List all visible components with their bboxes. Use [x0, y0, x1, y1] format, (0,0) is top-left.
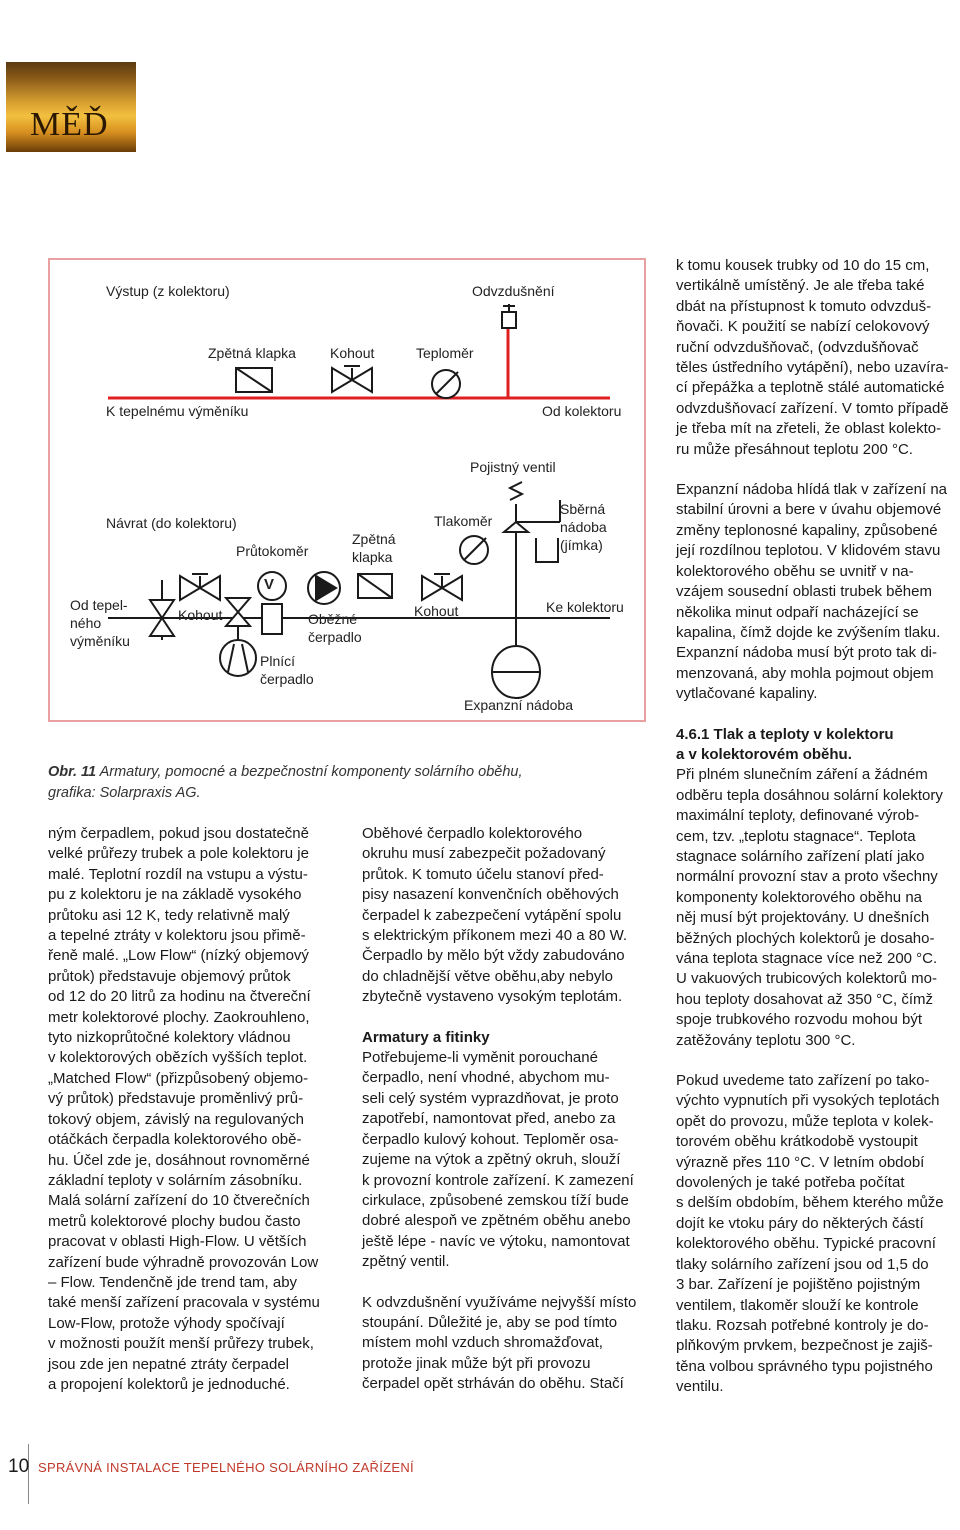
label-kohout-mid: Kohout	[414, 603, 459, 619]
thermometer-icon	[431, 369, 461, 399]
logo-text: MĚĎ	[30, 106, 109, 143]
label-odvzdusneni: Odvzdušnění	[472, 283, 555, 299]
label-prutokomer: Průtokoměr	[236, 543, 309, 559]
collection-vessel-icon	[535, 538, 559, 563]
gate-valve-flow-icon	[179, 573, 221, 602]
page-number: 10	[8, 1456, 30, 1477]
footer-title: SPRÁVNÁ INSTALACE TEPELNÉHO SOLÁRNÍHO ZA…	[38, 1460, 414, 1475]
check-valve-top-icon	[235, 367, 273, 393]
paragraph: Expanzní nádoba hlídá tlak v zařízení na…	[676, 481, 948, 703]
gate-valve-mid-icon	[421, 573, 463, 602]
paragraph: Oběhové čerpadlo kolektorového okruhu mu…	[362, 825, 628, 1006]
expansion-vessel-icon	[491, 645, 541, 699]
text-column-left: ným čerpadlem, pokud jsou dostatečně vel…	[48, 824, 340, 1415]
label-pojistny-ventil: Pojistný ventil	[470, 459, 556, 475]
paragraph: Potřebujeme-li vyměnit porouchané čerpad…	[362, 1049, 634, 1271]
label-plnici-cerpadlo: Plnící čerpadlo	[260, 653, 314, 687]
label-expanzni-nadoba: Expanzní nádoba	[464, 697, 573, 713]
paragraph: ným čerpadlem, pokud jsou dostatečně vel…	[48, 825, 320, 1393]
section-heading: 4.6.1 Tlak a teploty v kolektoru a v kol…	[676, 725, 894, 763]
fill-pump-icon	[219, 639, 257, 677]
air-vent-icon	[501, 304, 517, 329]
safety-valve-icon	[501, 481, 531, 533]
label-tlakomer: Tlakoměr	[434, 513, 493, 529]
flowmeter-icon	[257, 571, 287, 635]
copper-logo: MĚĎ	[6, 62, 136, 152]
gate-valve-left-icon	[148, 599, 176, 637]
solar-circuit-diagram	[108, 304, 610, 699]
gate-valve-fill-icon	[223, 597, 253, 627]
label-sberna-nadoba: Sběrná nádoba (jímka)	[560, 501, 607, 553]
caption-text: Armatury, pomocné a bezpečnostní kompone…	[48, 764, 523, 801]
paragraph: K odvzdušnění využíváme nejvyšší místo s…	[362, 1293, 637, 1393]
label-teplomer: Teploměr	[416, 345, 474, 361]
label-kohout-left: Kohout	[178, 607, 223, 623]
footer-divider	[28, 1444, 29, 1504]
pressure-gauge-icon	[459, 535, 489, 565]
flowmeter-symbol: V	[264, 576, 275, 593]
label-zpetna-klapka-mid: Zpětná klapka	[352, 531, 396, 565]
label-navrat: Návrat (do kolektoru)	[106, 515, 237, 531]
section-heading: Armatury a fitinky	[362, 1028, 490, 1046]
diagram-frame: Výstup (z kolektoru) Odvzdušnění Zpětná …	[48, 258, 646, 722]
text-column-middle: Oběhové čerpadlo kolektorového okruhu mu…	[362, 824, 654, 1415]
label-k-tepelnemu: K tepelnému výměníku	[106, 403, 249, 419]
label-od-kolektoru: Od kolektoru	[542, 403, 622, 419]
label-od-tepelneho: Od tepel- ného výměníku	[70, 597, 130, 649]
label-zpetna-klapka-top: Zpětná klapka	[208, 345, 296, 361]
check-valve-bottom-icon	[357, 573, 393, 599]
paragraph: Pokud uvedeme tato zařízení po tako- výc…	[676, 1072, 944, 1396]
caption-number: Obr. 11	[48, 764, 97, 780]
label-kohout-top: Kohout	[330, 345, 375, 361]
figure-caption: Obr. 11 Armatury, pomocné a bezpečnostní…	[48, 762, 548, 804]
paragraph: k tomu kousek trubky od 10 do 15 cm, ver…	[676, 257, 949, 458]
paragraph: Při plném slunečním záření a žádném odbě…	[676, 766, 943, 1049]
circulation-pump-icon	[307, 571, 341, 605]
label-vystup: Výstup (z kolektoru)	[106, 283, 230, 299]
text-column-right: k tomu kousek trubky od 10 do 15 cm, ver…	[676, 256, 960, 1418]
label-ke-kolektoru: Ke kolektoru	[546, 599, 624, 615]
gate-valve-top-icon	[331, 365, 373, 394]
hot-pipe	[108, 318, 610, 400]
label-obezne-cerpadlo: Oběžné čerpadlo	[308, 611, 362, 645]
